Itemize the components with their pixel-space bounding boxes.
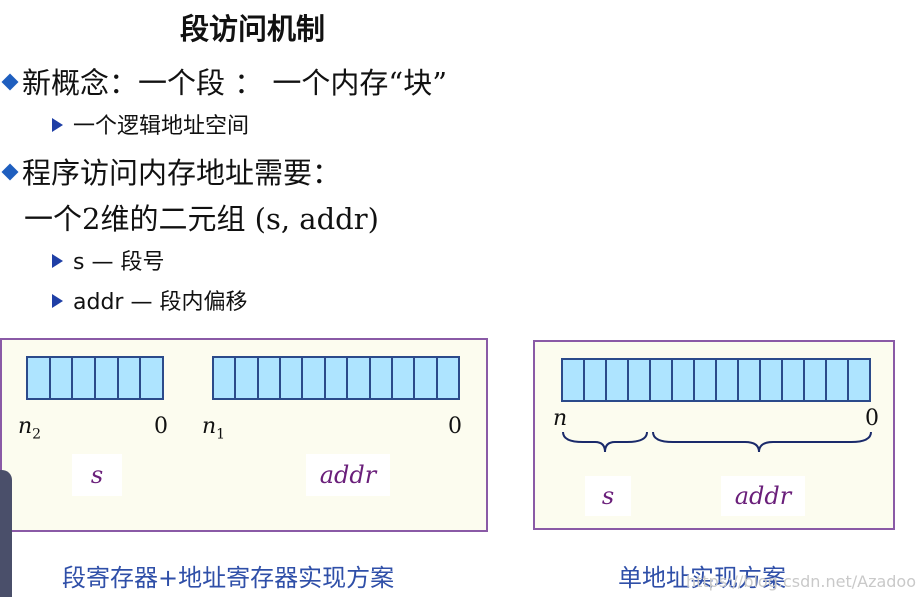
presenter-figure-edge — [0, 470, 12, 597]
offset-brace — [652, 431, 872, 453]
address-register-cells — [212, 356, 460, 400]
sub-bullet-offset: addr — 段内偏移 — [52, 284, 247, 316]
arrow-bullet-icon — [52, 294, 63, 308]
register-bit — [673, 360, 695, 400]
register-bit — [607, 360, 629, 400]
tuple-line: 一个2维的二元组 (s, addr) — [24, 202, 379, 236]
register-bit — [695, 360, 717, 400]
register-bit — [325, 358, 349, 398]
address-register-high-bit-label: n1 — [202, 414, 226, 443]
register-bit — [281, 358, 304, 398]
page-title: 段访问机制 — [180, 12, 326, 46]
offset-tag: addr — [721, 476, 805, 516]
register-bit — [96, 358, 119, 398]
arrow-bullet-icon — [52, 254, 63, 268]
single-address-cells — [561, 358, 871, 402]
register-bit — [629, 360, 651, 400]
register-bit — [761, 360, 783, 400]
segment-register-high-bit-label: n2 — [18, 414, 42, 443]
bullet-new-concept: 新概念：一个段 ： 一个内存“块” — [1, 60, 448, 102]
right-scheme-caption: 单地址实现方案 — [618, 564, 786, 592]
register-bit — [348, 358, 371, 398]
segment-tag: s — [585, 476, 631, 516]
register-bit — [585, 360, 607, 400]
register-bit — [28, 358, 51, 398]
sub-bullet-text: addr — 段内偏移 — [73, 290, 248, 315]
register-bit — [370, 358, 393, 398]
register-bit — [392, 358, 416, 398]
register-bit — [805, 360, 827, 400]
register-bit — [651, 360, 673, 400]
split-braces — [562, 431, 872, 453]
register-bit — [236, 358, 259, 398]
register-bit — [258, 358, 282, 398]
register-bit — [303, 358, 326, 398]
sub-bullet-text: 一个逻辑地址空间 — [73, 114, 250, 139]
register-bit — [783, 360, 805, 400]
register-bit — [214, 358, 237, 398]
register-bit — [118, 358, 142, 398]
left-scheme-caption: 段寄存器+地址寄存器实现方案 — [62, 564, 395, 592]
register-bit — [739, 360, 761, 400]
segment-register-low-bit-label: 0 — [154, 414, 168, 439]
sub-bullet-logical-space: 一个逻辑地址空间 — [52, 108, 249, 140]
segment-register-cells — [26, 356, 164, 400]
segment-brace — [562, 431, 648, 453]
segment-tag: s — [72, 454, 122, 496]
sub-bullet-segment-number: s — 段号 — [52, 244, 164, 276]
segment-register-diagram: n2 0 n1 0 s addr — [0, 338, 488, 532]
register-bit — [849, 360, 869, 400]
register-bit — [717, 360, 739, 400]
register-bit — [437, 358, 458, 398]
register-bit — [563, 360, 585, 400]
watermark: https://blog.csdn.net/Azadoo — [685, 572, 916, 591]
bullet-access-requirement: 程序访问内存地址需要： — [1, 150, 342, 192]
sub-bullet-text: s — 段号 — [73, 250, 165, 275]
offset-tag: addr — [306, 454, 390, 496]
single-address-high-bit-label: n — [553, 406, 568, 431]
register-bit — [141, 358, 163, 398]
register-bit — [827, 360, 849, 400]
arrow-bullet-icon — [52, 118, 63, 132]
single-address-diagram: n 0 s addr — [533, 340, 895, 530]
diamond-bullet-icon — [1, 73, 19, 91]
register-bit — [50, 358, 74, 398]
bullet-text: 程序访问内存地址需要： — [22, 156, 342, 190]
diamond-bullet-icon — [1, 163, 19, 181]
register-bit — [73, 358, 97, 398]
address-register-low-bit-label: 0 — [448, 414, 462, 439]
single-address-low-bit-label: 0 — [865, 406, 879, 431]
bullet-text: 新概念：一个段 ： 一个内存“块” — [22, 66, 448, 100]
register-bit — [415, 358, 438, 398]
